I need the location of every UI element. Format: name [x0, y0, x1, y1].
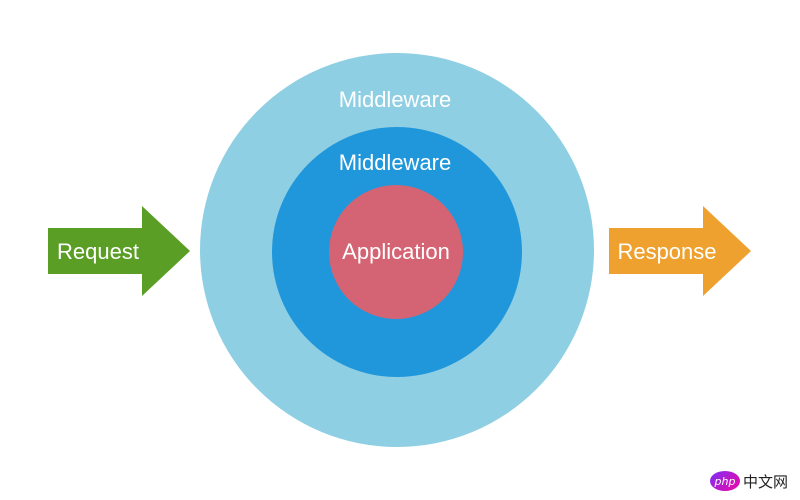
request-label: Request — [57, 239, 139, 264]
outer-middleware-label: Middleware — [339, 87, 452, 112]
php-cn-watermark: php 中文网 — [710, 470, 788, 492]
php-logo-icon: php — [710, 471, 740, 491]
inner-middleware-label: Middleware — [339, 150, 452, 175]
application-label: Application — [342, 239, 450, 264]
response-arrow — [609, 206, 751, 296]
watermark-text: 中文网 — [743, 472, 789, 491]
request-arrow — [48, 206, 190, 296]
application-circle — [329, 185, 463, 319]
response-label: Response — [617, 239, 716, 264]
